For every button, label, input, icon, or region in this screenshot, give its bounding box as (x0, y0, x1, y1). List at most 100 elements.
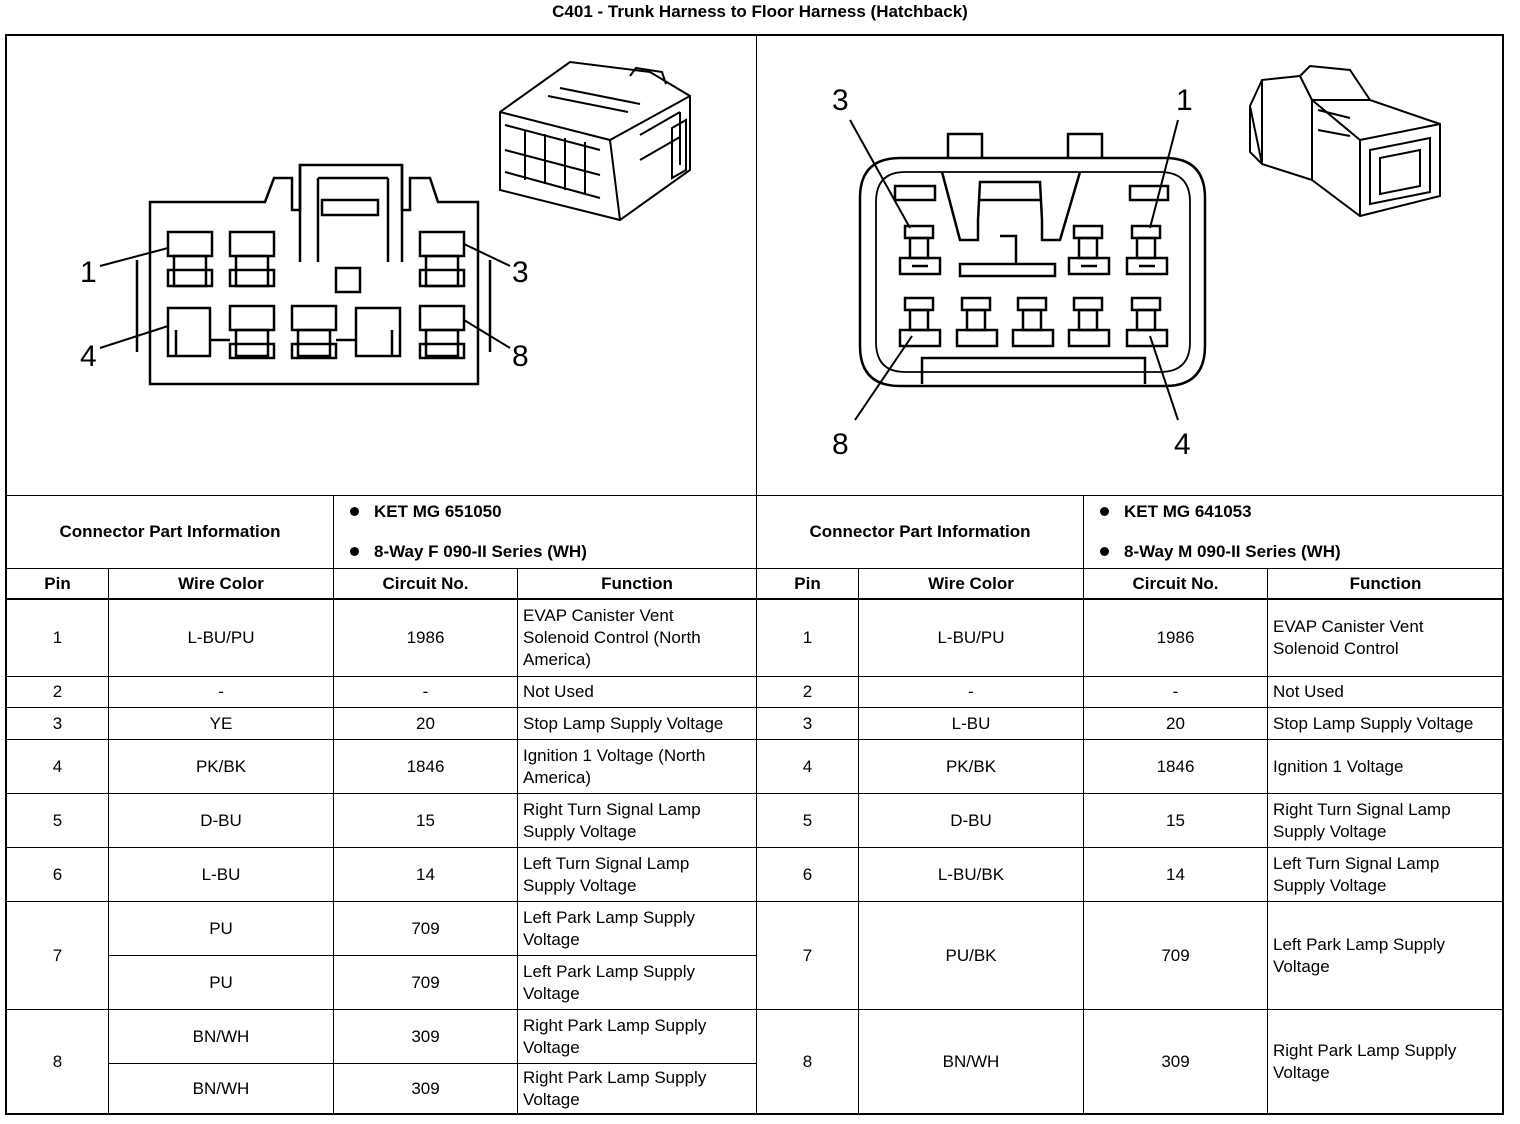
left-col-div-3 (517, 568, 518, 1114)
left-pin-cell: 1 (52, 628, 63, 647)
left-wire-cell: L-BU/PU (187, 628, 255, 647)
left-callout-1: 1 (80, 256, 97, 289)
left-col-div-2 (333, 568, 334, 1114)
left-function-cell: Left Park Lamp Supply Voltage (523, 907, 695, 949)
right-callout-8: 8 (832, 428, 849, 461)
right-pin-cell: 6 (802, 864, 813, 884)
left-pin-cell: 3 (52, 713, 63, 733)
right-pin-cell: 5 (802, 810, 813, 830)
left-pin-cell: 8 (52, 1052, 63, 1071)
right-circuit-cell: 709 (1161, 945, 1190, 965)
left-circuit-cell: 1846 (406, 756, 445, 776)
left-header-wire: Wire Color (178, 573, 264, 593)
right-circuit-cell: 20 (1166, 713, 1185, 733)
diagram-bottom-line (6, 495, 1503, 496)
left-callout-4: 4 (80, 340, 97, 373)
right-callout-1: 1 (1176, 84, 1193, 117)
connector-diagrams: 1 3 4 8 3 1 (80, 60, 1441, 461)
right-info-divider (1083, 495, 1084, 569)
right-wire-cell: L-BU (951, 713, 991, 733)
left-circuit-cell: - (422, 682, 429, 701)
right-function-cell: Right Park Lamp Supply Voltage (1273, 1041, 1457, 1082)
left-info-bullets: KET MG 651050 8-Way F 090-II Series (WH) (350, 502, 587, 582)
left-wire-cell: L-BU (201, 864, 241, 884)
left-wire-cell: PK/BK (195, 756, 247, 776)
left-circuit-cell: 309 (411, 1026, 440, 1046)
left-function-cell: Stop Lamp Supply Voltage (523, 713, 724, 733)
right-function-cell: Ignition 1 Voltage (1273, 756, 1404, 776)
page-title: C401 - Trunk Harness to Floor Harness (H… (552, 2, 968, 21)
right-wire-cell: L-BU/PU (937, 628, 1005, 647)
right-info-label: Connector Part Information (809, 522, 1031, 541)
left-circuit-cell: 14 (416, 864, 435, 884)
left-pin-cell: 4 (52, 756, 63, 776)
left-circuit-cell: 309 (411, 1079, 440, 1098)
right-col-div-1 (858, 568, 859, 1114)
left-wire-cell: - (218, 682, 224, 701)
left-circuit-cell: 709 (411, 918, 440, 938)
right-pin-cell: 1 (802, 628, 813, 647)
right-wire-cell: D-BU (950, 810, 992, 830)
right-wire-cell: L-BU/BK (937, 864, 1005, 884)
right-connector-face (858, 132, 1207, 388)
right-pin-cell: 7 (802, 945, 813, 965)
bullet-icon (350, 547, 359, 557)
row-line (6, 793, 1503, 794)
left-info-divider (333, 495, 334, 569)
right-header-function: Function (1349, 573, 1422, 593)
left-pin-cell: 7 (52, 945, 63, 965)
right-pin-cell: 4 (802, 756, 813, 776)
right-pin-cell: 8 (802, 1052, 813, 1071)
left-circuit-cell: 15 (416, 810, 435, 830)
right-callout-leaders (849, 119, 1179, 421)
right-circuit-cell: 15 (1166, 810, 1185, 830)
right-info-item: KET MG 641053 (1100, 502, 1341, 522)
right-function-cell: Right Turn Signal Lamp Supply Voltage (1273, 799, 1451, 841)
left-wire-cell: YE (209, 713, 233, 733)
left-split-line-7 (108, 955, 757, 956)
right-header-pin: Pin (794, 573, 821, 593)
left-wire-cell: BN/WH (192, 1026, 250, 1046)
left-callout-8: 8 (512, 340, 529, 373)
left-function-cell: EVAP Canister Vent Solenoid Control (Nor… (523, 606, 701, 669)
left-header-pin: Pin (44, 573, 71, 593)
bullet-icon (1100, 547, 1109, 557)
right-callout-3: 3 (832, 84, 849, 117)
row-line (6, 901, 1503, 902)
right-function-cell: Not Used (1273, 682, 1344, 701)
left-info-label: Connector Part Information (59, 522, 281, 541)
left-function-cell: Left Park Lamp Supply Voltage (523, 961, 695, 1003)
right-col-div-3 (1267, 568, 1268, 1114)
left-function-cell: Right Park Lamp Supply Voltage (523, 1015, 707, 1057)
right-circuit-cell: 14 (1166, 864, 1185, 884)
left-wire-cell: BN/WH (192, 1079, 250, 1098)
right-wire-cell: - (968, 682, 974, 701)
right-header-circuit: Circuit No. (1132, 573, 1219, 593)
right-callout-4: 4 (1174, 428, 1191, 461)
right-pin-cell: 2 (802, 682, 813, 701)
right-col-div-2 (1083, 568, 1084, 1114)
left-circuit-cell: 709 (411, 972, 440, 992)
left-pin-cell: 2 (52, 682, 63, 701)
left-info-item: 8-Way F 090-II Series (WH) (350, 542, 587, 562)
info-bottom-line (6, 568, 1503, 569)
left-connector-face (135, 163, 492, 386)
right-circuit-cell: - (1172, 682, 1179, 701)
left-pin-cell: 6 (52, 864, 63, 884)
right-circuit-cell: 1986 (1156, 628, 1195, 647)
right-function-cell: Stop Lamp Supply Voltage (1273, 713, 1474, 733)
left-wire-cell: PU (209, 972, 233, 992)
right-circuit-cell: 1846 (1156, 756, 1195, 776)
right-info-bullets: KET MG 641053 8-Way M 090-II Series (WH) (1100, 502, 1341, 582)
left-pin-cell: 5 (52, 810, 63, 830)
left-split-line-8 (108, 1063, 757, 1064)
left-callout-3: 3 (512, 256, 529, 289)
right-function-cell: EVAP Canister Vent Solenoid Control (1273, 617, 1424, 658)
left-connector-illustration (499, 60, 691, 222)
row-line (6, 707, 1503, 708)
right-connector-illustration (1248, 64, 1441, 218)
right-circuit-cell: 309 (1161, 1052, 1190, 1071)
right-pin-cell: 3 (802, 713, 813, 733)
center-divider (756, 35, 757, 1114)
left-function-cell: Not Used (523, 682, 594, 701)
